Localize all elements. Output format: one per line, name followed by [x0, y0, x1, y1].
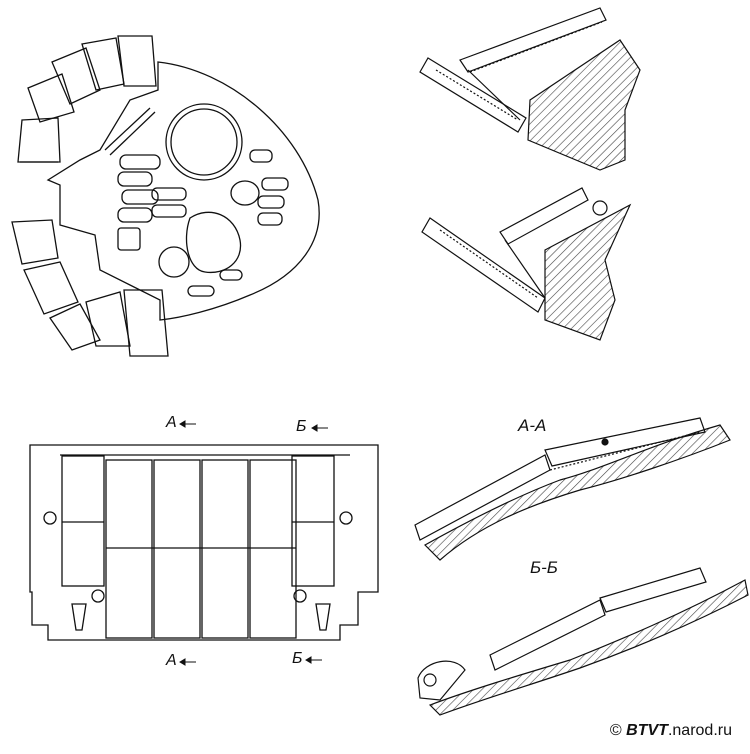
section-label-b-bottom: Б: [292, 650, 303, 667]
side-section-upper: [419, 7, 641, 171]
section-label-a-top: А: [166, 414, 177, 431]
section-title-bb: Б-Б: [530, 558, 558, 577]
copyright-brand: BTVT: [626, 722, 668, 739]
turret-plan-view: [11, 35, 320, 357]
side-section-lower: [421, 187, 632, 341]
section-bb-drawing: [417, 567, 749, 716]
armor-blocks-upper: [17, 35, 157, 163]
copyright-notice: © BTVT.narod.ru: [610, 722, 732, 740]
section-label-a-bottom: А: [166, 652, 177, 669]
section-arrows: [179, 420, 328, 666]
armor-blocks-lower: [11, 219, 169, 357]
section-aa-drawing: [414, 417, 731, 561]
copyright-domain: .narod.ru: [667, 722, 732, 739]
section-label-b-top: Б: [296, 418, 307, 435]
copyright-symbol: ©: [609, 722, 622, 739]
section-title-aa: А-А: [518, 416, 547, 435]
front-elevation: [29, 444, 379, 641]
